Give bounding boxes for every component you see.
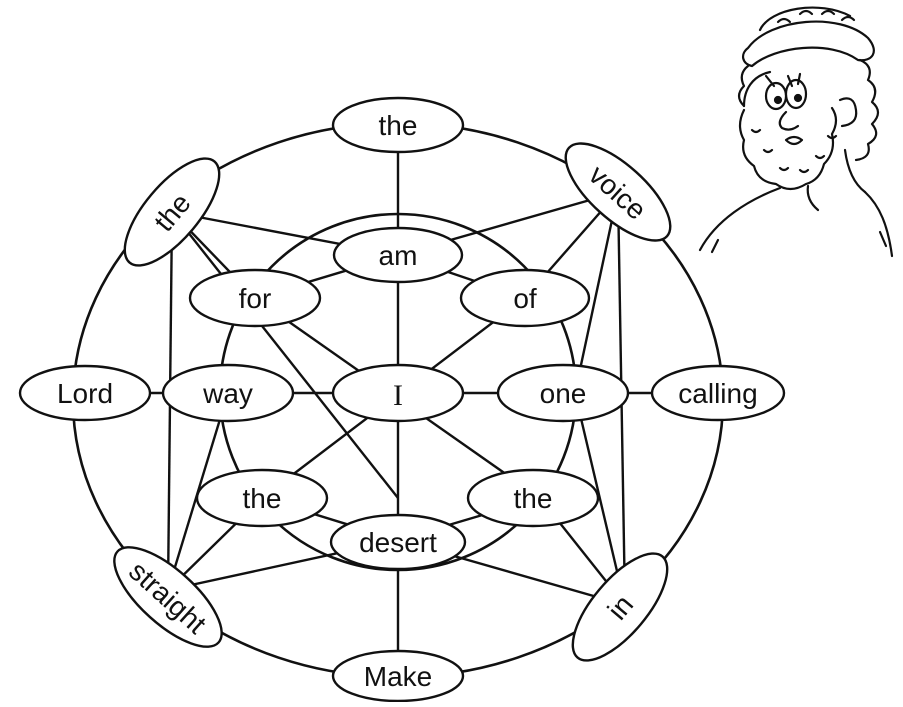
- svg-text:calling: calling: [678, 378, 757, 409]
- svg-text:desert: desert: [359, 527, 437, 558]
- word-node-inner-left: way: [161, 363, 295, 423]
- word-node-lower-right: in: [571, 552, 669, 662]
- svg-text:one: one: [540, 378, 587, 409]
- word-node-center: I: [331, 363, 465, 423]
- word-node-inner-lower-right: the: [466, 468, 600, 528]
- word-node-inner-right: one: [496, 363, 630, 423]
- word-node-inner-lower-left: the: [195, 468, 329, 528]
- svg-text:Lord: Lord: [57, 378, 113, 409]
- svg-text:the: the: [514, 483, 553, 514]
- svg-text:of: of: [513, 283, 537, 314]
- svg-text:I: I: [393, 379, 403, 412]
- svg-text:for: for: [239, 283, 272, 314]
- svg-text:the: the: [379, 110, 418, 141]
- svg-text:the: the: [243, 483, 282, 514]
- word-node-top: the: [331, 96, 465, 154]
- word-node-right: calling: [650, 364, 786, 422]
- bearded-man-sketch-icon: [698, 6, 894, 258]
- svg-text:am: am: [379, 240, 418, 271]
- word-node-inner-bottom: desert: [329, 513, 467, 571]
- word-node-bottom: Make: [331, 649, 465, 703]
- svg-text:way: way: [202, 378, 253, 409]
- word-node-upper-left: the: [123, 157, 221, 267]
- word-node-left: Lord: [18, 364, 152, 422]
- word-node-inner-top: am: [332, 226, 464, 284]
- word-node-inner-upper-left: for: [188, 268, 322, 328]
- word-node-inner-upper-right: of: [459, 268, 591, 328]
- svg-text:Make: Make: [364, 661, 432, 692]
